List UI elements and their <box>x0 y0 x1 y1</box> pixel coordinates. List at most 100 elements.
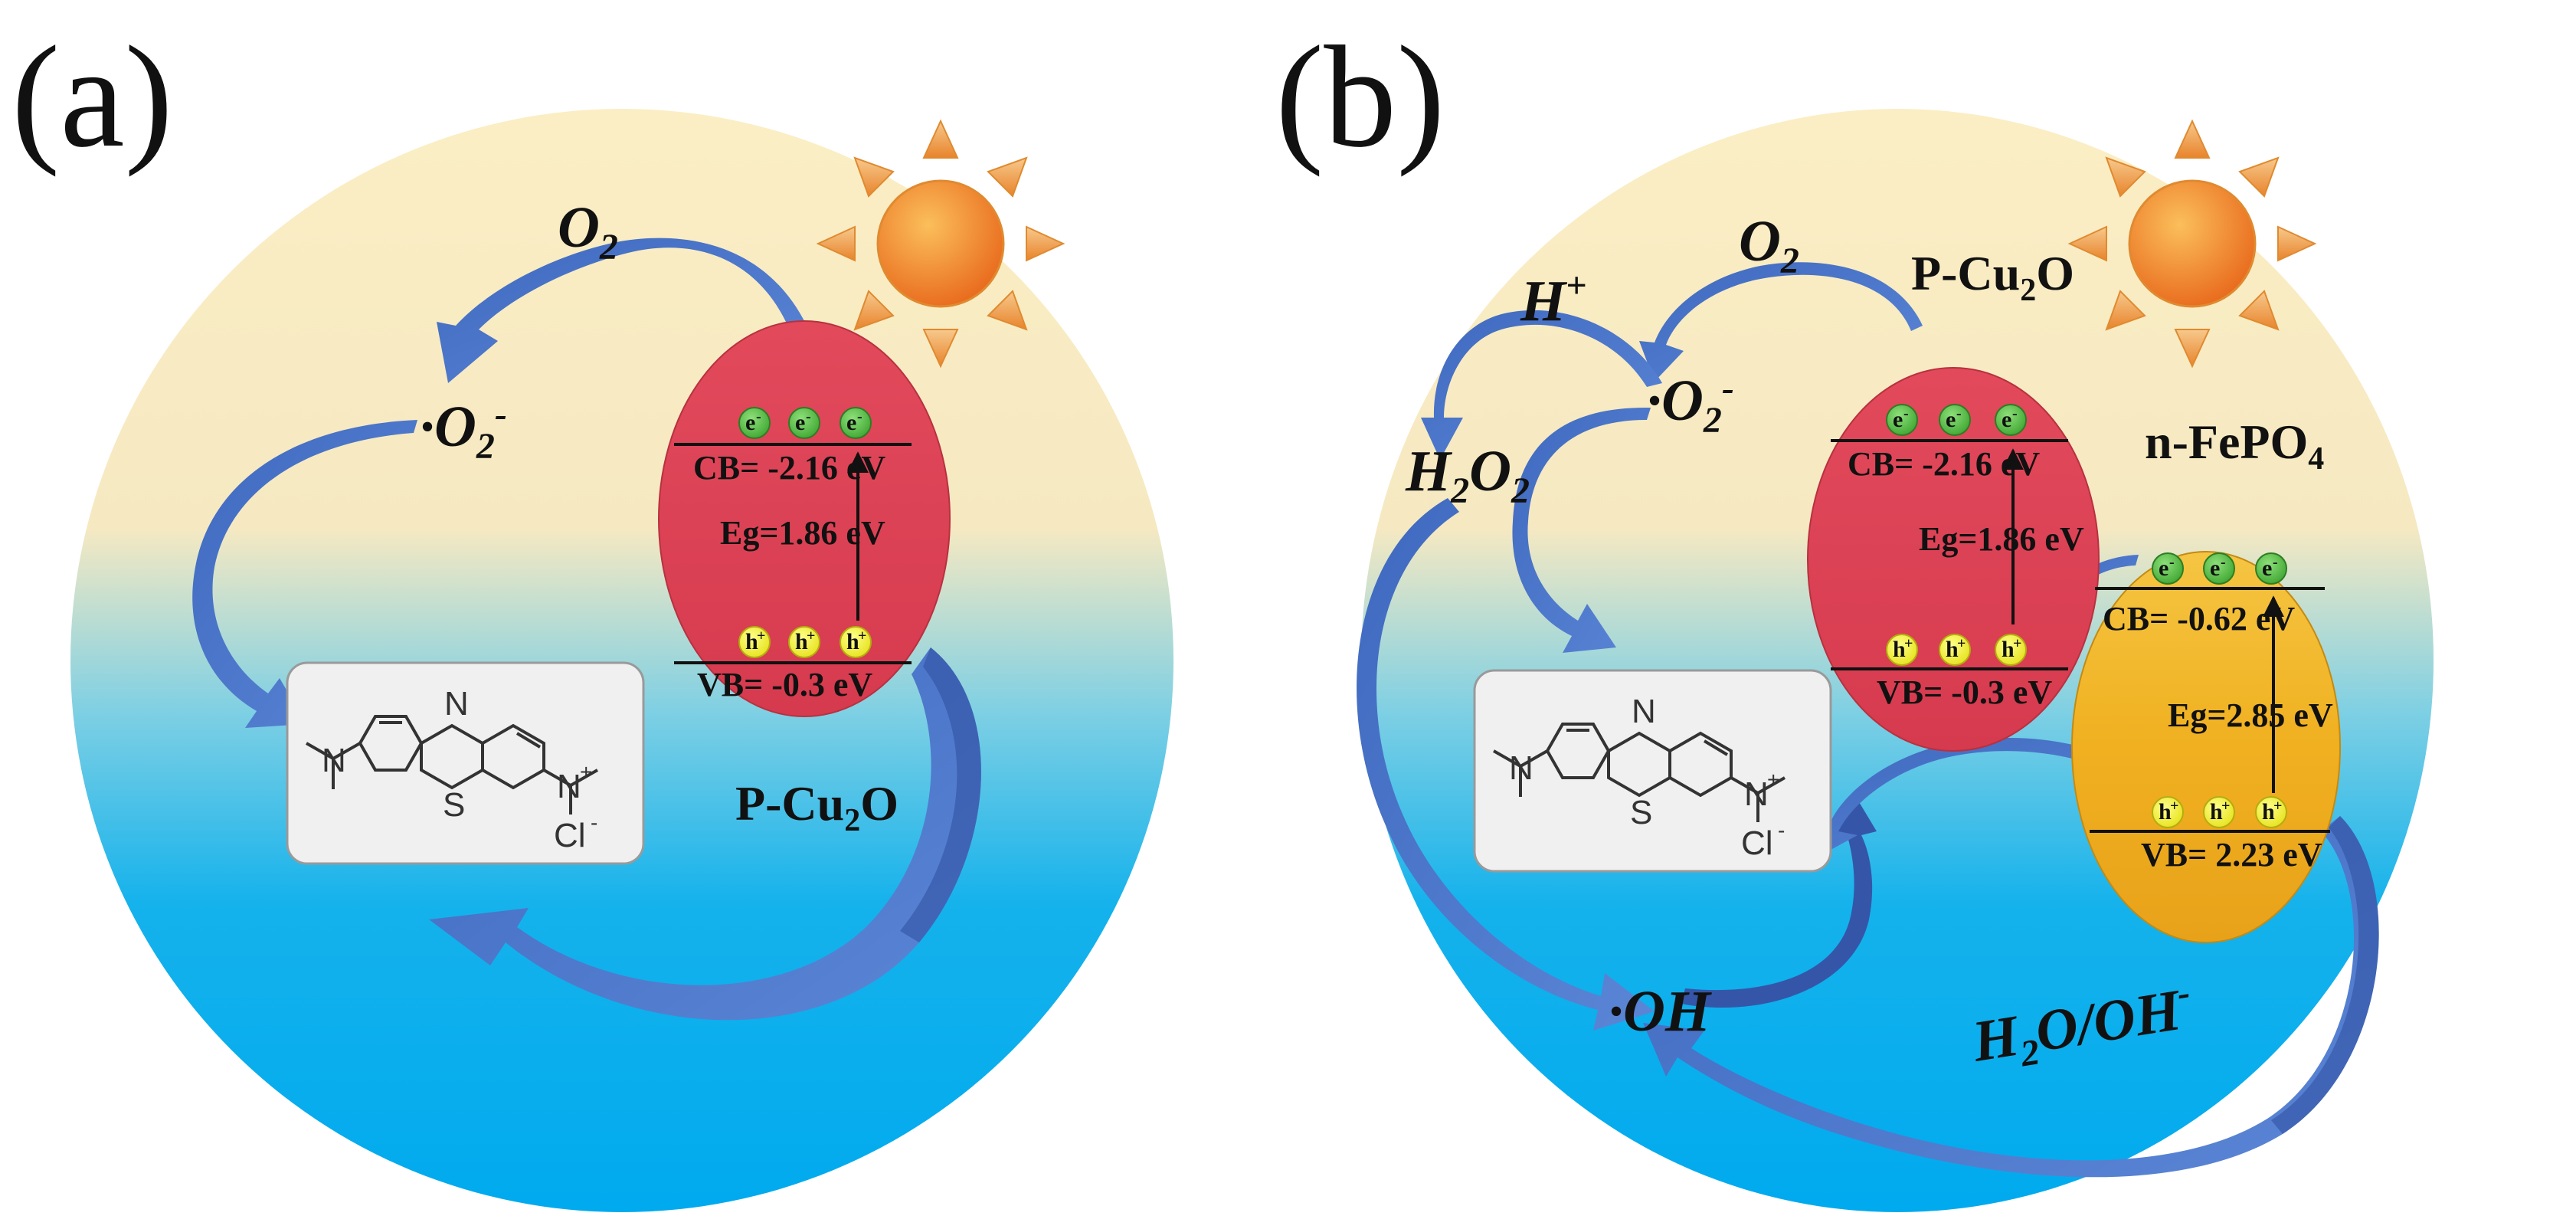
molecule-counter-ion: Cl <box>1741 824 1773 862</box>
h2o2-label: H2O2 <box>1405 439 1530 511</box>
svg-text:+: + <box>807 628 815 644</box>
hole-icon: h + <box>2255 796 2287 828</box>
cb-label-a: CB= -2.16 eV <box>693 449 885 487</box>
svg-text:e: e <box>2159 556 2168 581</box>
svg-text:-: - <box>2169 554 2175 571</box>
svg-text:h: h <box>2002 637 2015 662</box>
molecule-ring-n: N <box>1632 693 1656 730</box>
cu2o-label-b: P-Cu2O <box>1911 246 2074 308</box>
superoxide-label-a: ·O2- <box>420 394 507 467</box>
sun-icon <box>816 119 1065 369</box>
electron-icon: e - <box>738 407 771 439</box>
svg-text:-: - <box>756 408 761 425</box>
hole-icon: h + <box>1886 634 1918 666</box>
sun-icon <box>2067 119 2317 369</box>
hole-group-fepo4: h + h + h + <box>2152 796 2287 828</box>
svg-text:e: e <box>2262 556 2272 581</box>
molecule-imine-charge: + <box>580 760 592 784</box>
molecule-imine-charge: + <box>1767 768 1779 792</box>
svg-text:e: e <box>846 410 856 435</box>
h-plus-label: H+ <box>1520 265 1586 333</box>
svg-text:e: e <box>1946 407 1956 432</box>
svg-text:e: e <box>745 410 755 435</box>
hole-icon: h + <box>738 626 771 658</box>
vb-label-fepo4: VB= 2.23 eV <box>2141 836 2322 873</box>
panel-a-label: (a) <box>11 17 173 178</box>
svg-text:-: - <box>2012 405 2018 422</box>
arrow-hole-to-dye-shade <box>900 647 981 942</box>
superoxide-label-b: ·O2- <box>1647 368 1734 441</box>
electron-group-a: e - e - e - <box>738 407 872 439</box>
hole-icon: h + <box>788 626 820 658</box>
svg-text:-: - <box>1903 405 1909 422</box>
molecule-counter-ion: Cl <box>554 817 586 854</box>
molecule-ring-s: S <box>1630 794 1652 831</box>
methylene-blue-molecule: N S N N + Cl - <box>286 661 645 865</box>
svg-text:h: h <box>795 629 808 654</box>
molecule-amine-n: N <box>1509 749 1533 787</box>
svg-text:+: + <box>858 628 866 644</box>
svg-text:-: - <box>806 408 811 425</box>
svg-text:+: + <box>757 628 765 644</box>
arrow-h2o2-to-hydroxyl <box>1357 498 1655 1031</box>
eg-label-cu2o: Eg=1.86 eV <box>1919 520 2084 558</box>
svg-text:+: + <box>2013 635 2021 652</box>
svg-text:h: h <box>846 629 859 654</box>
arrow-hole-to-dye <box>429 647 981 1021</box>
hole-icon: h + <box>1939 634 1971 666</box>
methylene-blue-molecule: N S N N + Cl - <box>1473 669 1832 873</box>
fepo4-label: n-FePO4 <box>2145 415 2324 477</box>
panel-a-background-circle <box>70 109 1173 1212</box>
panel-b: N S N N + Cl - e - <box>1275 17 2434 1212</box>
electron-icon: e - <box>2255 552 2287 585</box>
hole-icon: h + <box>2152 796 2184 828</box>
electron-icon: e - <box>1939 404 1971 436</box>
hole-group-a: h + h + h + <box>738 626 872 658</box>
svg-text:h: h <box>1893 637 1906 662</box>
svg-text:+: + <box>1957 635 1966 652</box>
svg-text:+: + <box>1904 635 1913 652</box>
molecule-counter-charge: - <box>1778 818 1785 842</box>
molecule-imine-n: N <box>557 768 581 805</box>
arrow-fepo4-hole-to-dye <box>1815 738 2160 858</box>
electron-icon: e - <box>788 407 820 439</box>
arrow-superoxide-to-h2o2 <box>1421 310 1662 460</box>
material-label-a: P-Cu2O <box>735 776 898 838</box>
svg-text:-: - <box>2221 554 2226 571</box>
svg-text:h: h <box>745 629 758 654</box>
molecule-ring-s: S <box>443 786 465 824</box>
svg-text:e: e <box>2002 407 2011 432</box>
svg-text:+: + <box>2273 798 2282 814</box>
svg-text:e: e <box>2210 556 2220 581</box>
hole-icon: h + <box>2203 796 2235 828</box>
molecule-amine-n: N <box>322 742 346 779</box>
svg-text:+: + <box>2170 798 2178 814</box>
arrow-o2-to-superoxide <box>437 238 812 383</box>
electron-icon: e - <box>1886 404 1918 436</box>
arrow-o2-to-superoxide-b <box>1639 262 1923 382</box>
hole-icon: h + <box>840 626 872 658</box>
svg-text:e: e <box>795 410 805 435</box>
svg-text:h: h <box>2262 799 2275 824</box>
electron-icon: e - <box>2203 552 2235 585</box>
electron-icon: e - <box>840 407 872 439</box>
vb-label-cu2o: VB= -0.3 eV <box>1877 674 2052 711</box>
electron-group-cu2o: e - e - e - <box>1886 404 2027 436</box>
molecule-imine-n: N <box>1744 775 1769 813</box>
svg-text:-: - <box>2273 554 2278 571</box>
o2-label-a: O2 <box>558 195 618 267</box>
cb-label-cu2o: CB= -2.16 eV <box>1848 445 2040 483</box>
svg-text:h: h <box>1946 637 1959 662</box>
panel-b-label: (b) <box>1275 17 1445 178</box>
electron-icon: e - <box>2152 552 2184 585</box>
n-fepo4-particle <box>2071 551 2341 943</box>
eg-label-fepo4: Eg=2.85 eV <box>2168 696 2333 734</box>
molecule-counter-charge: - <box>591 811 597 834</box>
svg-text:e: e <box>1893 407 1903 432</box>
p-cu2o-particle <box>658 320 951 717</box>
svg-text:-: - <box>1956 405 1962 422</box>
o2-label-b: O2 <box>1739 209 1799 281</box>
hole-group-cu2o: h + h + h + <box>1886 634 2027 666</box>
hole-icon: h + <box>1995 634 2027 666</box>
svg-text:-: - <box>857 408 862 425</box>
